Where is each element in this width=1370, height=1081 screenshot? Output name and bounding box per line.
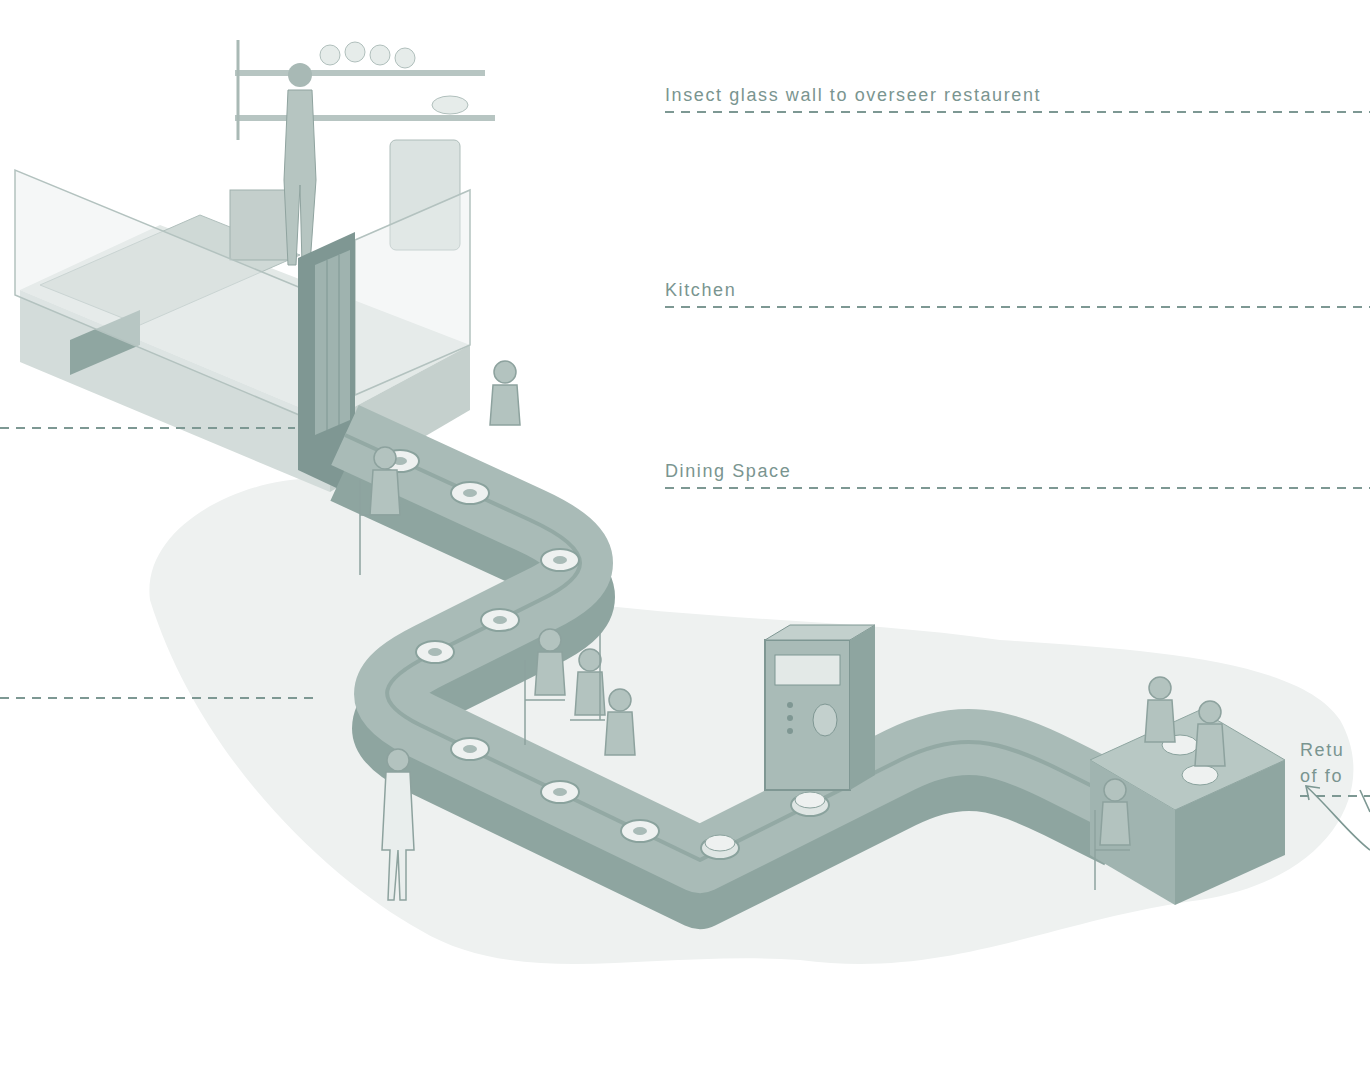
jar [395,48,415,68]
person [360,447,400,575]
person [605,689,635,755]
leader-line [1300,795,1370,797]
shelf [235,70,485,76]
machine-body [765,640,850,790]
plate [541,781,579,803]
person [570,630,605,720]
plate [701,835,739,859]
flow-arrow [1306,786,1370,850]
curtain-line [327,260,328,430]
arrow-curve [1360,790,1370,812]
callout-label: Kitchen [665,277,1065,303]
diners [360,361,1225,900]
oven [230,190,290,260]
table-side [1090,760,1175,905]
plate-machine [765,625,875,790]
table-side [1175,760,1285,905]
shelf-post [237,40,240,140]
person [490,361,520,425]
machine-roller [813,704,837,736]
person [1195,701,1225,766]
machine-button [787,702,793,708]
plate [416,641,454,663]
callout-label: Insect glass wall to overseer restaurent [665,82,1325,108]
conveyor-rail [345,435,1120,860]
plate [621,820,659,842]
curtain-line [339,255,340,425]
plates [381,450,829,859]
arrow-curve [1306,786,1370,850]
plate [1182,765,1218,785]
glass-wall [15,170,330,428]
leader-line [0,697,318,699]
return-table [1090,710,1285,905]
leader-line [665,306,1370,308]
callout-label: Dining Space [665,458,1065,484]
chef-body [284,90,316,265]
jar [320,45,340,65]
glass-wall [355,190,470,395]
jar [370,45,390,65]
shelf [235,115,495,121]
callout-label: Retu of fo [1300,737,1362,789]
machine-screen [775,655,840,685]
leader-line [0,427,295,429]
plate [481,609,519,631]
plate [451,738,489,760]
jar [345,42,365,62]
leader-lines [0,112,1370,796]
plate [451,482,489,504]
plate [791,792,829,816]
leader-line [665,111,1370,113]
person [1095,779,1130,890]
kitchen-room [15,40,495,492]
door-curtain [315,250,350,435]
machine-button [787,728,793,734]
conveyor-belt [345,435,1120,894]
chef-head [288,63,312,87]
leader-line [665,487,1370,489]
waiter [382,749,414,900]
conveyor-top [345,435,1120,860]
person [1145,677,1175,742]
person [525,629,565,745]
machine-button [787,715,793,721]
bowl [432,96,468,114]
machine-side [850,625,875,790]
arrow-head [1306,786,1320,800]
plate [541,549,579,571]
